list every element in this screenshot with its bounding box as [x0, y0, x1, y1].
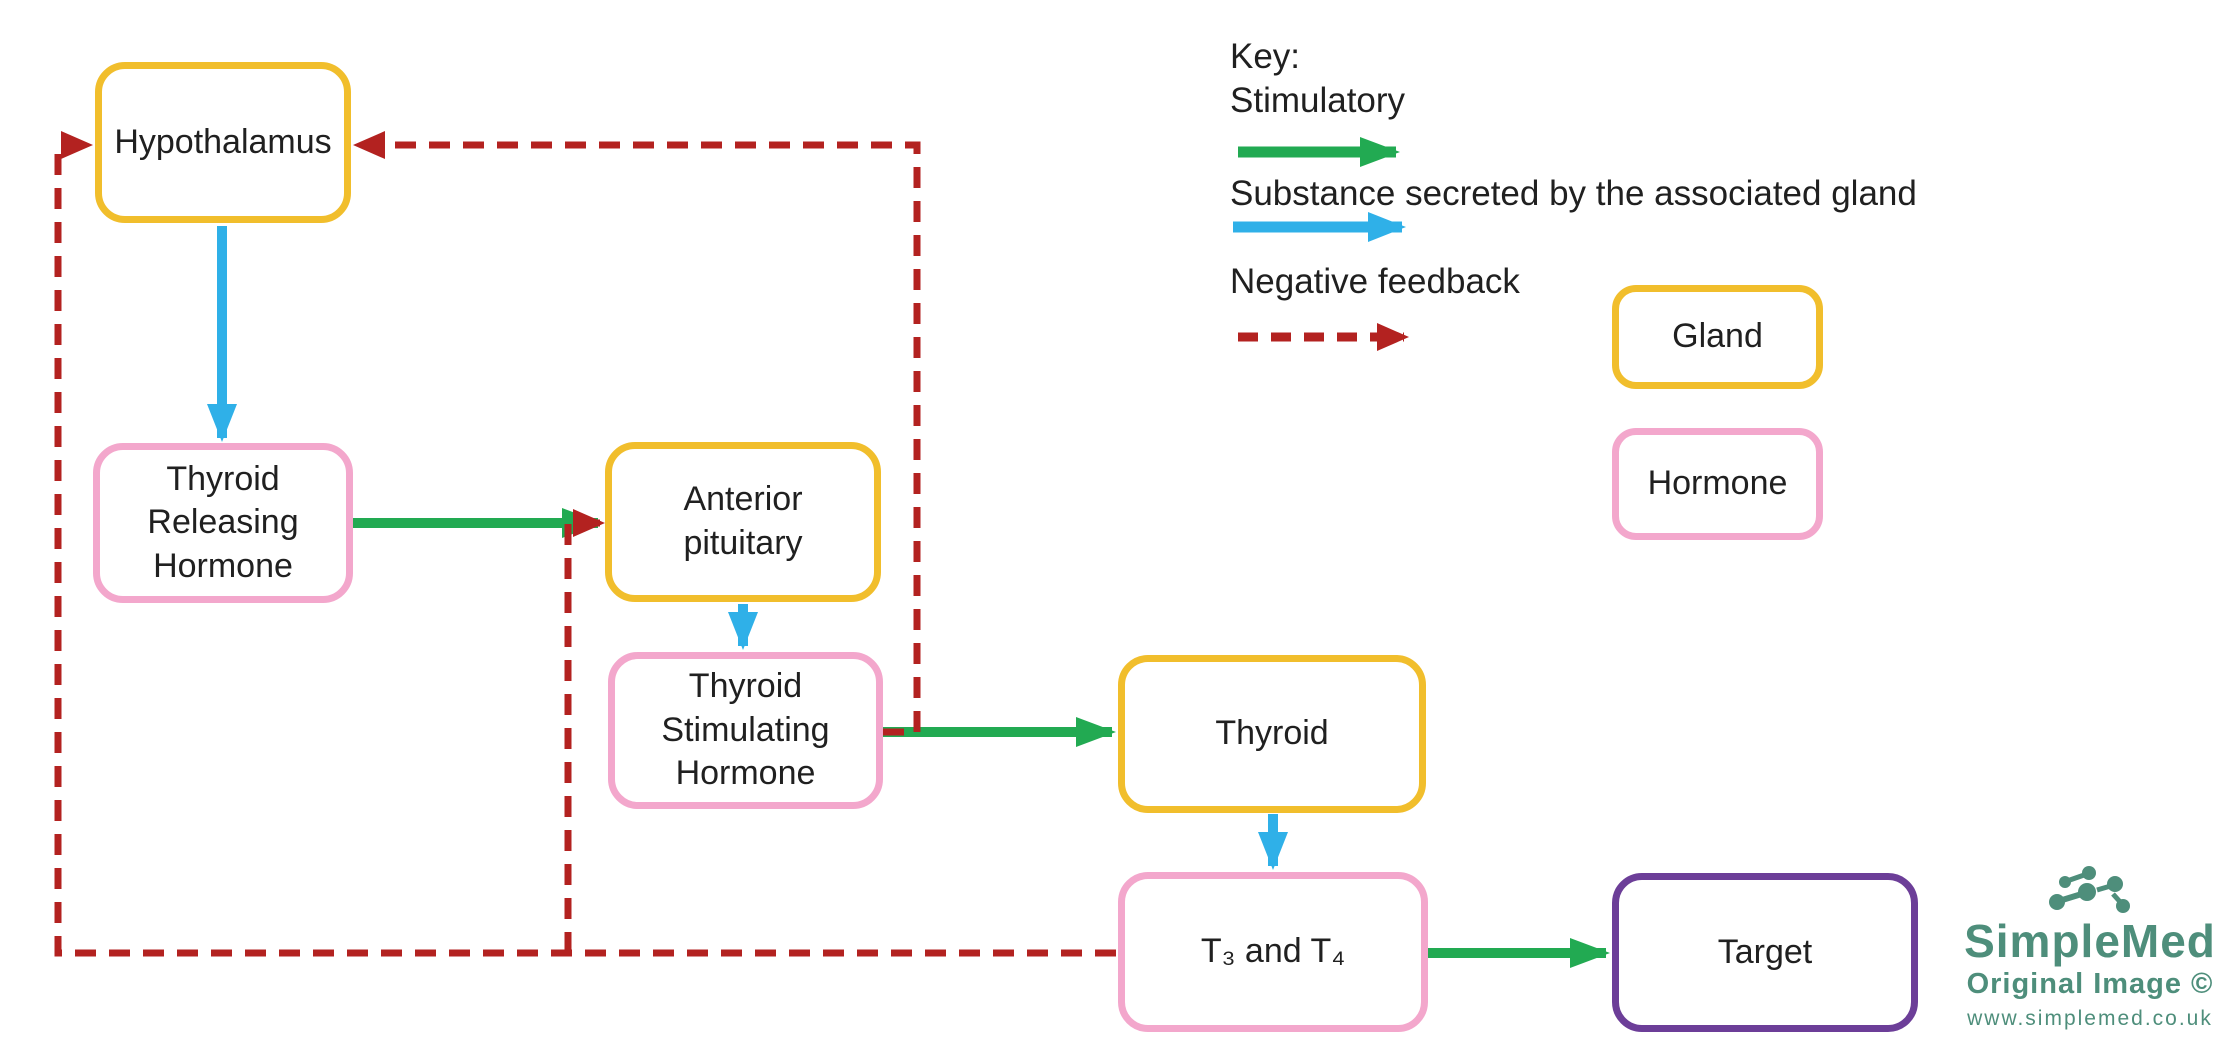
logo-name: SimpleMed: [1964, 915, 2216, 967]
node-thyroid-releasing-hormone: Thyroid Releasing Hormone: [93, 443, 353, 603]
node-hypothalamus: Hypothalamus: [95, 62, 351, 223]
feedback-t3t4-to-anterior-pituitary: [564, 509, 605, 953]
key-hormone-label: Hormone: [1647, 464, 1788, 503]
feedback-tsh-to-hypothalamus: [353, 131, 921, 736]
node-thyroid: Thyroid: [1118, 655, 1426, 813]
key-hormone-box: Hormone: [1612, 428, 1823, 540]
key-feedback-label: Negative feedback: [1230, 262, 1520, 301]
key-stimulatory-label: Stimulatory: [1230, 81, 1406, 120]
logo-caption: Original Image ©: [1966, 968, 2214, 1000]
simplemed-logo: SimpleMed Original Image © www.simplemed…: [1948, 864, 2230, 1031]
node-tsh-label: Thyroid Stimulating Hormone: [661, 667, 830, 793]
key-gland-label: Gland: [1672, 317, 1763, 356]
key-secretion-label: Substance secreted by the associated gla…: [1230, 174, 1917, 213]
key-gland-box: Gland: [1612, 285, 1823, 389]
node-target: Target: [1612, 873, 1918, 1032]
node-t3-t4-label: T₃ and T₄: [1200, 932, 1346, 971]
molecule-icon: [2049, 866, 2130, 913]
node-hypothalamus-label: Hypothalamus: [114, 122, 332, 161]
node-t3-and-t4: T₃ and T₄: [1118, 872, 1428, 1032]
logo-url: www.simplemed.co.uk: [1967, 1007, 2213, 1030]
node-target-label: Target: [1717, 932, 1813, 971]
node-thyroid-label: Thyroid: [1215, 714, 1329, 753]
node-anterior-pituitary: Anterior pituitary: [605, 442, 881, 602]
node-thyroid-stimulating-hormone: Thyroid Stimulating Hormone: [608, 652, 883, 809]
key-title: Key:: [1230, 37, 1301, 76]
node-anterior-pituitary-label: Anterior pituitary: [683, 480, 803, 562]
node-trh-label: Thyroid Releasing Hormone: [147, 459, 299, 585]
